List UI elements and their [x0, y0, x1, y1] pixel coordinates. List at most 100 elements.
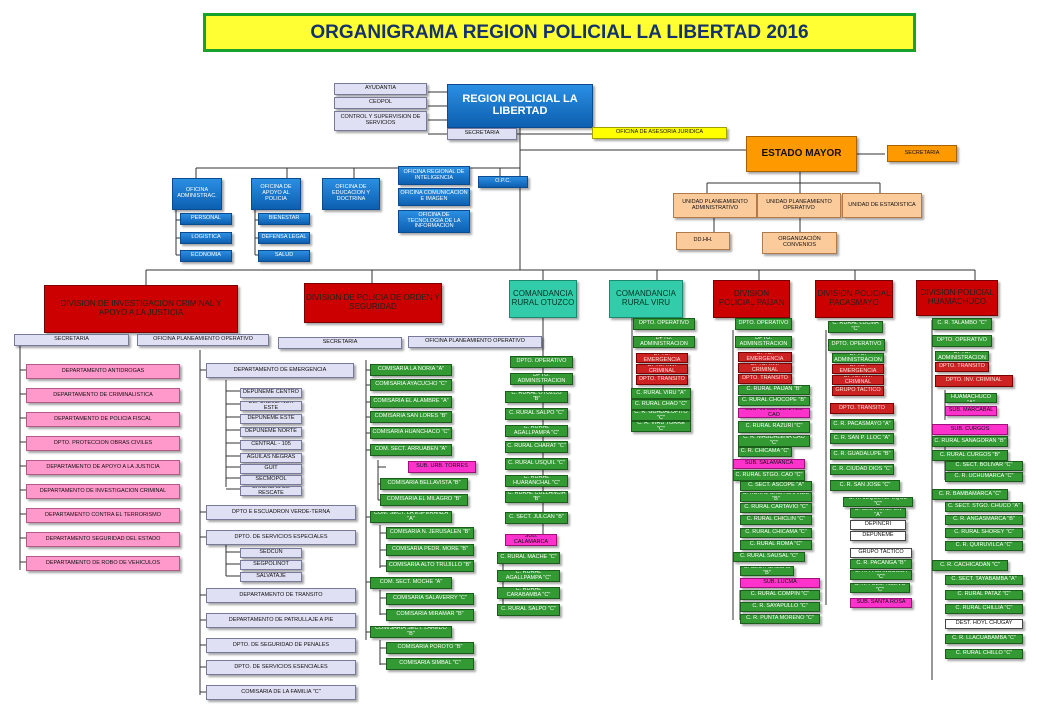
org-unit-box: COMISARIA DE LA FAMILIA "C" — [206, 685, 356, 700]
org-unit-box: SECRETARIA — [447, 128, 517, 140]
org-unit-box: DEPINCRI — [850, 520, 906, 530]
org-unit-box: C. RURAL CHAO "C" — [631, 399, 691, 410]
org-unit-box: COMISARIA HUANCHACO "C" — [370, 427, 452, 439]
org-unit-box: AYUDANTIA — [334, 83, 427, 95]
org-unit-box: C. SECT. CHEPEN "A" — [850, 508, 906, 518]
org-unit-box: C. R. PACANGUILLA "C" — [850, 570, 912, 580]
org-unit-box: DEPARTAMENTO ANTIDROGAS — [26, 364, 180, 379]
org-unit-box: C. RURAL CASA GRANDE "B" — [740, 492, 812, 502]
org-unit-box: C. RURAL CHICAMA "C" — [740, 528, 812, 538]
org-unit-box: COMISARIA EL MILAGRO "B" — [380, 494, 468, 506]
org-unit-box: DPTO. ADMINISTRACION — [832, 353, 884, 363]
org-unit-box: GUIT — [240, 464, 302, 474]
org-unit-box: SUB. SANTA ROSA — [850, 598, 912, 608]
org-unit-box: DPTO. EMERGENCIA — [832, 364, 884, 374]
org-unit-box: COMISARIA N. JERUSALEN "B" — [386, 527, 474, 539]
org-unit-box: COMANDANCIA RURAL VIRU — [609, 280, 683, 318]
org-unit-box: C. RURAL AGALLPAMPA "C" — [505, 425, 568, 437]
org-unit-box: CONTROL Y SUPERVISION DE SERVICIOS — [334, 111, 427, 131]
org-unit-box: OFICINA DE EDUCACION Y DOCTRINA — [322, 178, 380, 210]
org-unit-box: DPTO. DE SERVICIOS ESENCIALES — [206, 660, 356, 675]
org-unit-box: DEPARTAMENTO DE CRIMINALISTICA — [26, 388, 180, 403]
org-unit-box: DEPUNEME NORTE — [240, 427, 302, 437]
org-unit-box: COMISARIA ALTO TRUJILLO "B" — [386, 560, 474, 572]
org-unit-box: C. RURAL COMPIN "C" — [740, 590, 820, 600]
org-unit-box: COM. SECT. ARRUABEN "A" — [370, 444, 452, 456]
org-unit-box: COMISARIA POROTO "B" — [386, 642, 474, 654]
org-unit-box: COMISARIA EL ALAMBRE "A" — [370, 396, 452, 408]
org-unit-box: SALVATAJE — [240, 572, 302, 582]
org-unit-box: COMISARIA SALAVERRY "C" — [386, 593, 474, 605]
org-unit-box: DPTO. ADMINISTRACION — [935, 351, 989, 361]
org-unit-box: CEOPOL — [334, 97, 427, 109]
org-unit-box: DEPARTAMENTO DE APOYO A LA JUSTICIA — [26, 460, 180, 475]
org-unit-box: DEPUNEME — [850, 531, 906, 541]
org-unit-box: DPTO. OPERATIVO — [828, 339, 885, 351]
org-unit-box: C. RURAL PAIJAN "B" — [738, 385, 810, 395]
org-unit-box: SECRETARIA — [887, 145, 957, 162]
org-unit-box: C. SECT. JULCAN "B" — [505, 512, 568, 524]
org-unit-box: C. R. UCHUMARCA "C" — [945, 472, 1023, 482]
org-unit-box: C. R. QUIRUVILCA "C" — [945, 541, 1023, 551]
org-unit-box: C. RURAL CARTAVIO "C" — [740, 503, 812, 513]
org-unit-box: SUB. SALAMANCA — [733, 459, 805, 469]
org-unit-box: DEPARTAMENTO DE INVESTIGACION CRIMINAL — [26, 484, 180, 499]
org-unit-box: BIENESTAR — [258, 213, 310, 225]
org-unit-box: SECMOPOL — [240, 475, 302, 485]
org-unit-box: GRUPO TACTICO — [850, 548, 912, 558]
org-unit-box: C. SECT. BOLIVAR "C" — [945, 461, 1023, 471]
org-unit-box: C. RURAL RAZURI "C" — [738, 421, 810, 433]
org-unit-box: C. RURAL SANAGORAN "B" — [932, 436, 1008, 447]
org-unit-box: C. R. BAMBAMARCA "C" — [932, 489, 1008, 500]
org-unit-box: COMISARIA MIRAMAR "B" — [386, 609, 474, 621]
page-title: ORGANIGRAMA REGION POLICIAL LA LIBERTAD … — [310, 21, 809, 43]
title-banner: ORGANIGRAMA REGION POLICIAL LA LIBERTAD … — [203, 13, 916, 52]
org-unit-box: C. R. PACANGA "B" — [850, 559, 912, 569]
org-unit-box: DPTO. ADMINISTRACION — [735, 336, 792, 348]
org-unit-box: DPTO. TRANSITO — [636, 375, 688, 385]
org-unit-box: DIVISION POLICIAL PAIJAN — [713, 280, 790, 318]
org-unit-box: DEPUNEME CENTRO — [240, 388, 302, 398]
org-unit-box: C. R. CIUDAD DIOS "C" — [830, 464, 894, 475]
org-unit-box: SUB. CALAMARCA — [505, 534, 557, 546]
org-unit-box: OFICINA DE TECNOLOGIA DE LA INFORMACION — [398, 210, 470, 233]
org-unit-box: DEPUNEME NOR ESTE — [240, 401, 302, 411]
org-unit-box: C. R. PUNTA MORENO "C" — [740, 614, 820, 624]
org-unit-box: DEPARTAMENTO DE ROBO DE VEHICULOS — [26, 556, 180, 571]
org-unit-box: C. R. SAYAPULLO "C" — [740, 602, 820, 612]
org-unit-box: OFICINA DE ASESORIA JURIDICA — [592, 127, 727, 139]
org-unit-box: SECRETARIA — [278, 337, 402, 349]
org-unit-box: SUB. URB. TORRES — [408, 461, 476, 473]
org-unit-box: SECRETARIA — [14, 334, 129, 346]
org-unit-box: DPTO. EMERGENCIA — [738, 352, 792, 362]
org-unit-box: ESTADO MAYOR — [746, 136, 857, 172]
org-unit-box: DEPARTAMENTO DE TRANSITO — [206, 588, 356, 603]
org-unit-box: SUB. CURGOS — [932, 424, 1008, 435]
org-unit-box: BRIGADAS DE RESCATE — [240, 486, 302, 496]
org-unit-box: C. SECT. TAYABAMBA "A" — [945, 575, 1023, 585]
org-unit-box: CENTRAL - 105 — [240, 440, 302, 450]
org-unit-box: DIVISION POLICIAL PACASMAYO — [815, 280, 893, 318]
org-unit-box: C. SECT. STGO. CHUCO "A" — [945, 502, 1023, 512]
org-unit-box: C. RURAL VIRU "A" — [631, 388, 691, 399]
org-unit-box: DEST. HOYL CHUGAY — [945, 619, 1023, 629]
org-unit-box: C. RURAL SALPO "C" — [497, 604, 560, 616]
org-unit-box: C. RURAL HUARANCHAL "C" — [505, 475, 568, 487]
org-unit-box: C. RURAL PATAZ "C" — [945, 590, 1023, 600]
org-unit-box: SUB. LUCMA — [740, 578, 820, 588]
org-unit-box: DPTO. EMERGENCIA — [636, 353, 688, 363]
org-unit-box: C. RURAL CARABAMBA "C" — [497, 587, 560, 599]
org-unit-box: DPTO. TRANSITO — [935, 362, 989, 372]
org-unit-box: COMISARIA BELLAVISTA "B" — [380, 478, 468, 490]
org-unit-box: C. RURAL AGALLPAMPA "C" — [497, 570, 560, 582]
org-unit-box: DEFENSA LEGAL — [258, 232, 310, 244]
org-unit-box: COMISARIA SECT. LAREDO "B" — [370, 626, 452, 638]
org-unit-box: DPTO E ESCUADRON VERDE-TERNA — [206, 505, 356, 520]
org-unit-box: C. R. HUAMACHUCO "A" — [945, 393, 997, 403]
org-unit-box: C. RURAL CHARAT "C" — [505, 441, 568, 453]
org-unit-box: OFICINA DE APOYO AL POLICIA — [251, 178, 301, 210]
org-unit-box: DPTO. TRANSITO — [738, 374, 792, 384]
org-unit-box: DPTO. OPERATIVO — [510, 356, 573, 368]
org-unit-box: C. RURAL CHILLO "C" — [945, 649, 1023, 659]
org-unit-box: DPTO. OPERATIVO — [932, 335, 992, 347]
